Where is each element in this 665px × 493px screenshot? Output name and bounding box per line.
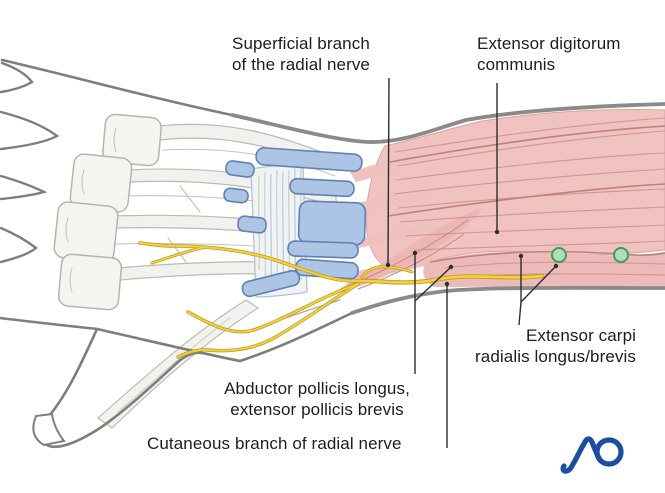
hand-outline [0,58,665,449]
landmark-dot [551,247,567,263]
radial-nerve [138,241,545,359]
label-extensor-digitorum-communis: Extensor digitorum communis [477,34,621,74]
label-cutaneous-branch-radial-nerve: Cutaneous branch of radial nerve [147,434,402,453]
landmark-dots [551,247,629,263]
landmark-dot [613,247,629,263]
label-extensor-carpi-radialis: Extensor carpi radialis longus/brevis [475,326,636,366]
leader-lines [385,77,559,448]
ao-logo-letter-o [594,437,624,467]
ao-logo [560,436,624,474]
label-superficial-branch-radial-nerve: Superficial branch of the radial nerve [232,34,370,74]
extensor-retinaculum [250,164,308,298]
ao-logo-letter-a [560,436,603,474]
label-abductor-pollicis-longus: Abductor pollicis longus, extensor polli… [224,379,410,419]
forearm-muscles [336,109,665,292]
